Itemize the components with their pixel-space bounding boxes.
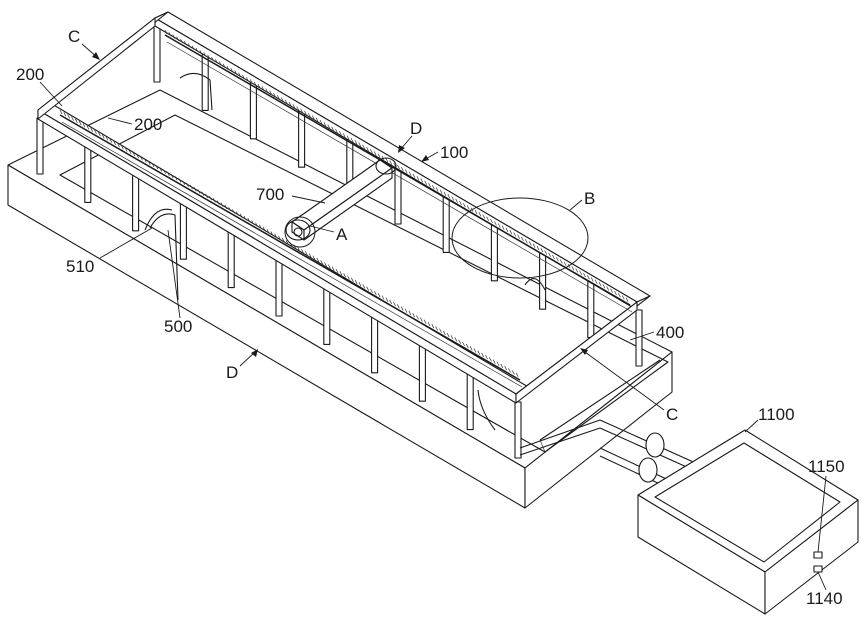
- label-1140: 1140: [806, 589, 843, 608]
- label-400: 400: [656, 323, 684, 342]
- frame-post: [133, 175, 139, 231]
- label-c-bottom: C: [666, 405, 678, 424]
- frame-post: [154, 26, 160, 82]
- frame-post: [180, 203, 186, 259]
- frame-post: [228, 232, 234, 288]
- frame-post: [515, 402, 521, 458]
- frame-post: [372, 317, 378, 373]
- frame-post: [324, 288, 330, 344]
- label-1100: 1100: [758, 405, 795, 424]
- frame-post: [37, 118, 43, 174]
- label-500: 500: [164, 317, 192, 336]
- label-b: B: [584, 189, 595, 208]
- frame-post: [299, 111, 305, 167]
- label-200-b: 200: [134, 115, 162, 134]
- frame-post: [443, 196, 449, 252]
- frame-post: [85, 146, 91, 202]
- label-200-a: 200: [16, 65, 44, 84]
- frame-post: [467, 374, 473, 430]
- frame-post: [276, 260, 282, 316]
- label-c-top: C: [68, 27, 80, 46]
- outlet-fitting-1140: [814, 566, 822, 572]
- label-d-top: D: [410, 119, 422, 138]
- outlet-fitting-1150: [814, 552, 822, 558]
- label-1150: 1150: [808, 457, 845, 476]
- frame-post: [419, 345, 425, 401]
- label-a: A: [336, 225, 348, 244]
- label-700: 700: [256, 185, 284, 204]
- label-510: 510: [66, 257, 94, 276]
- label-d-bottom: D: [226, 363, 238, 382]
- label-100: 100: [440, 143, 468, 162]
- frame-post: [588, 282, 594, 338]
